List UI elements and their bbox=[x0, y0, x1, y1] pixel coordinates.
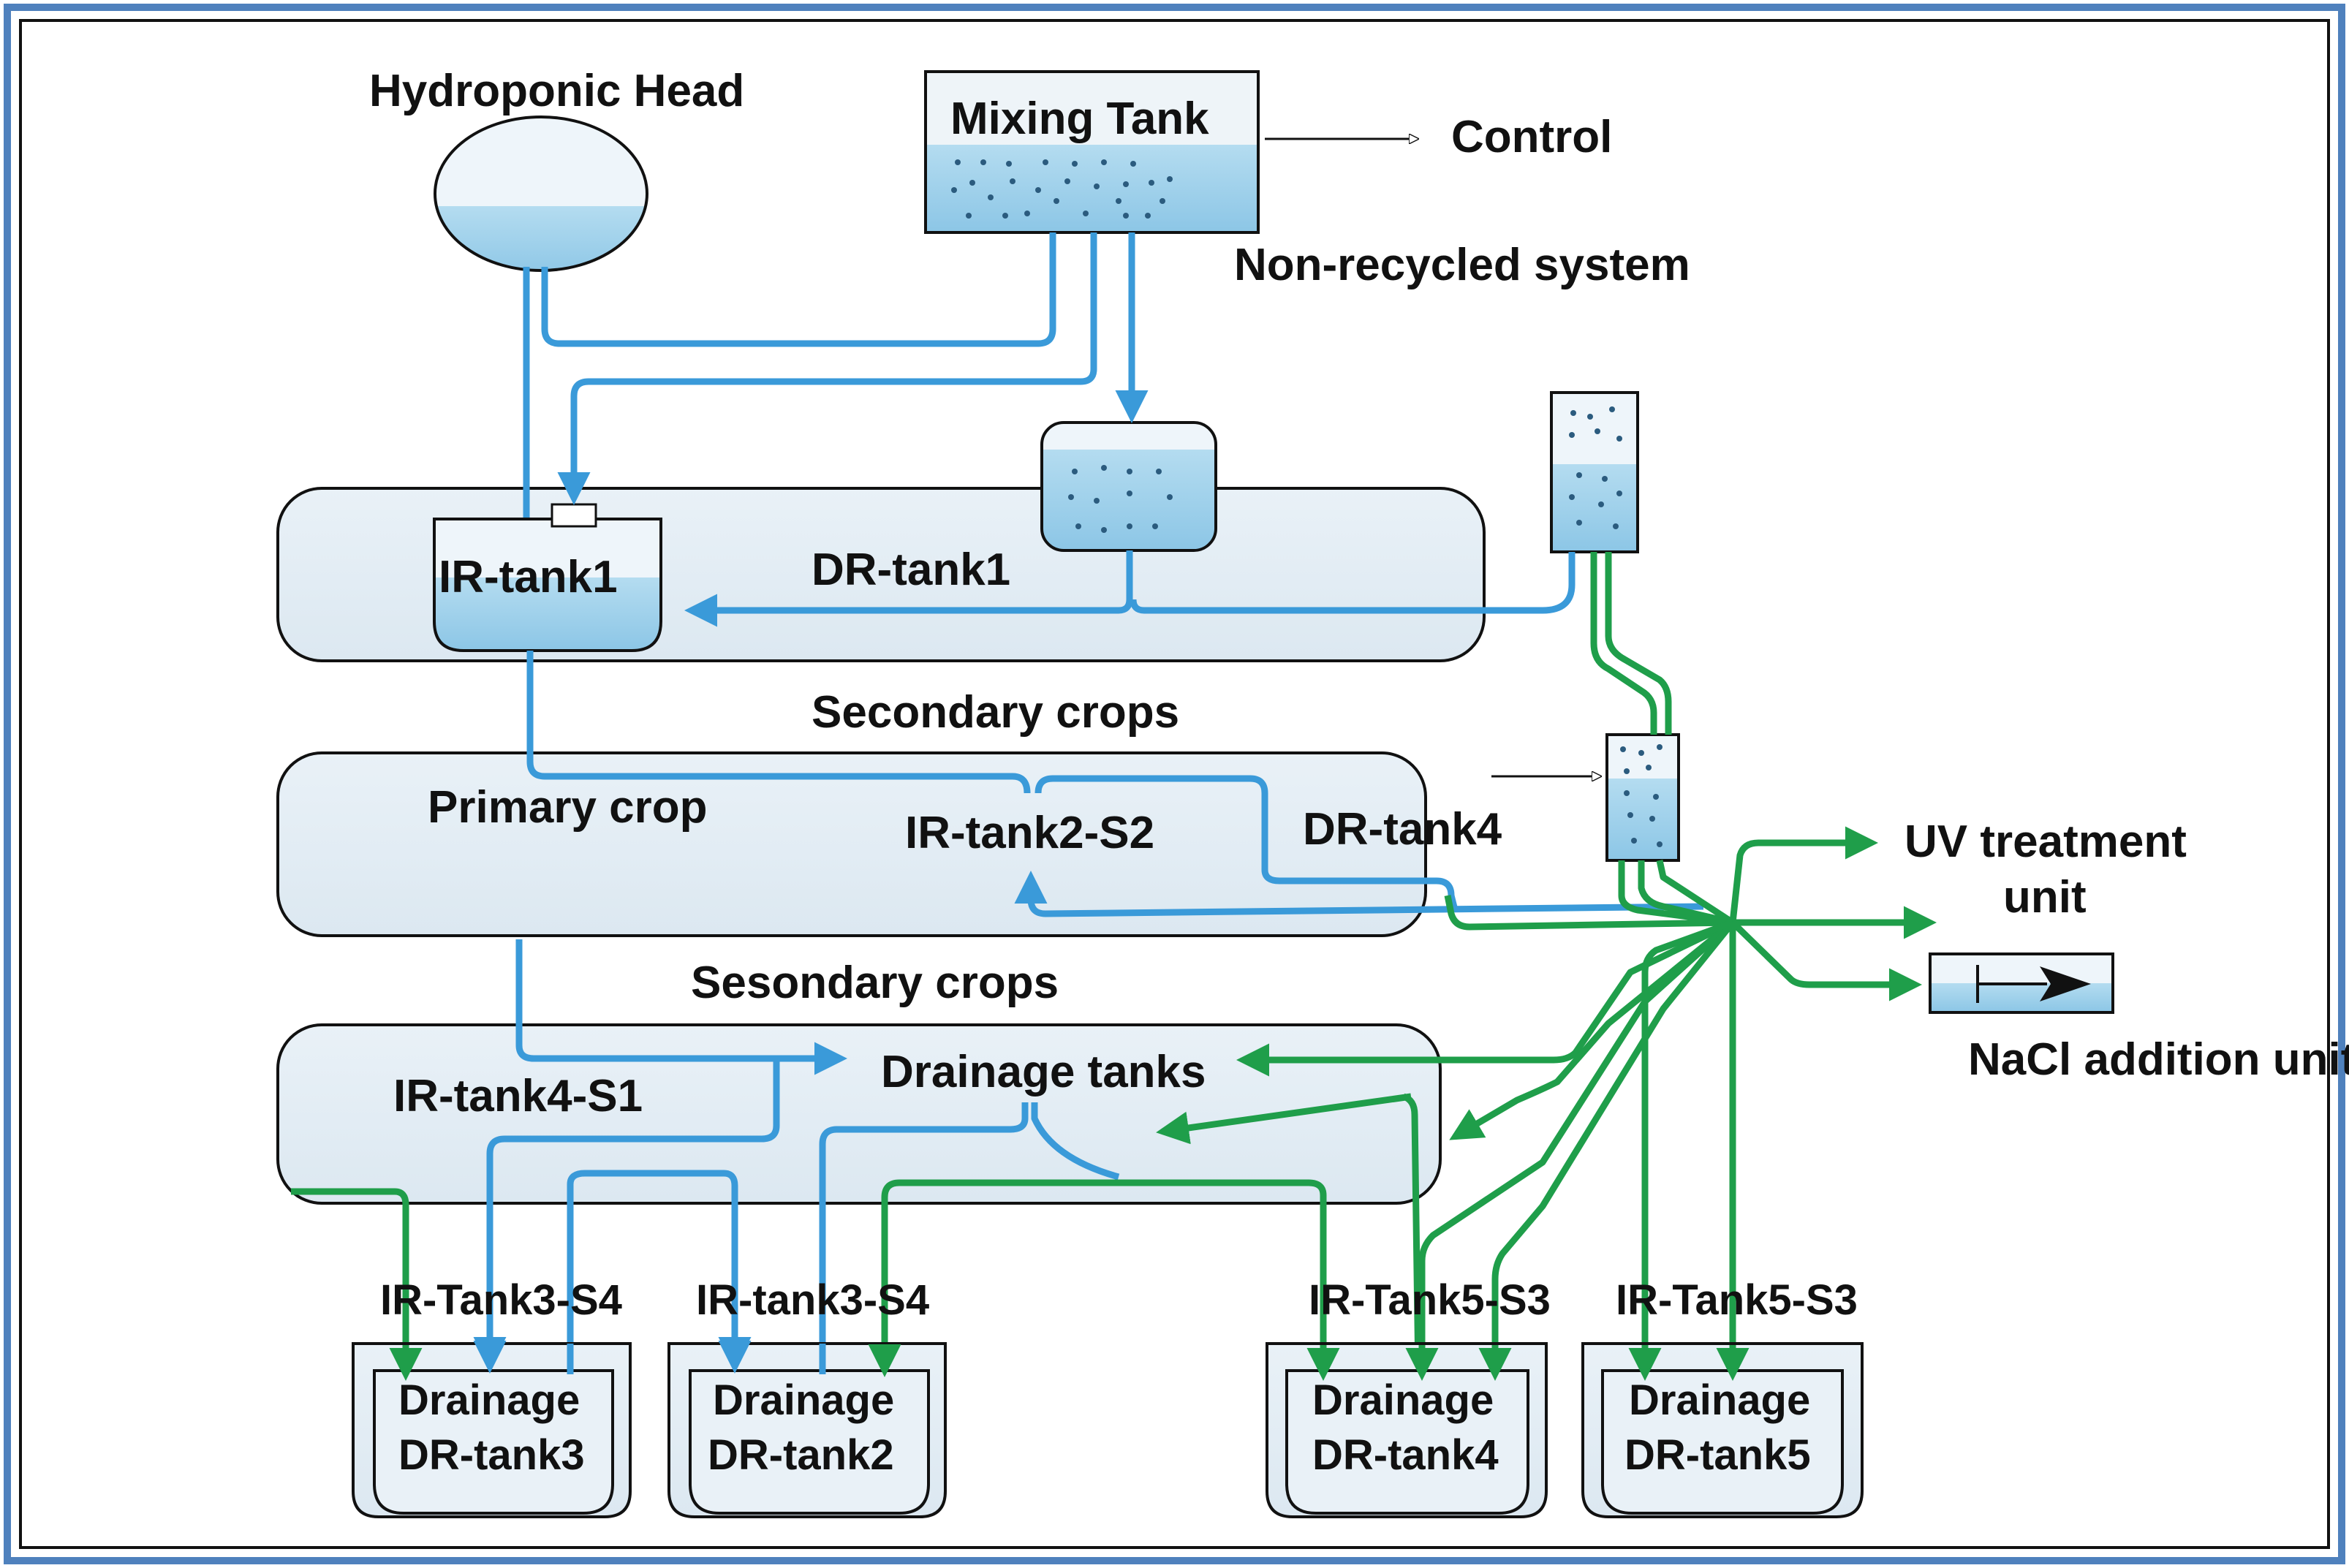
container-primary-crop bbox=[276, 751, 1427, 937]
mixing-tank bbox=[924, 70, 1260, 234]
pipe-drainage-edge-to-drtank3 bbox=[291, 1188, 423, 1381]
hydroponic-head-tank bbox=[434, 115, 648, 272]
pipe-drtank1-to-irtank1 bbox=[684, 550, 1133, 627]
label-primary-crop: Primary crop bbox=[428, 782, 708, 833]
pipe-overlays bbox=[389, 1341, 1750, 1381]
pipe-hub-to-drtank5-a bbox=[1628, 919, 1734, 1381]
pipe-hub-to-primary bbox=[1444, 895, 1733, 931]
pipe-column-top-to-middle-a bbox=[1590, 552, 1657, 735]
pipe-drainage-tanks-branch bbox=[1031, 1102, 1120, 1181]
pipe-drtank3-to-drtank2 bbox=[567, 1170, 752, 1374]
bottom-tank-header: IR-tank3-S4 bbox=[696, 1276, 929, 1324]
pipe-hub-to-drainage-inner bbox=[1156, 1093, 1412, 1145]
label-ir-tank2-s2: IR-tank2-S2 bbox=[905, 808, 1154, 858]
bottom-tank-header: IR-Tank5-S3 bbox=[1616, 1276, 1858, 1324]
container-drainage bbox=[276, 1023, 1442, 1205]
pipe-hub-to-uv-top bbox=[1729, 826, 1878, 923]
label-drainage-tanks: Drainage tanks bbox=[881, 1047, 1206, 1097]
label-hydroponic-head: Hydroponic Head bbox=[369, 66, 744, 116]
label-dr-tank1: DR-tank1 bbox=[812, 545, 1010, 595]
drain-pipes bbox=[291, 552, 1937, 1381]
pipe-column-mid-to-hub-c bbox=[1656, 860, 1735, 925]
bottom-tank-line1: Drainage bbox=[1629, 1376, 1810, 1424]
pipe-hub-to-drainage-tanks bbox=[1236, 919, 1734, 1077]
nacl-addition-unit bbox=[1929, 952, 2114, 1014]
label-mixing-tank: Mixing Tank bbox=[950, 94, 1209, 144]
pipe-irtank2-loop bbox=[1034, 775, 1459, 912]
bottom-tank-3: IR-Tank5-S3 Drainage DR-tank4 bbox=[1266, 1276, 1551, 1518]
pipe-drainage-tanks-to-drtank2 bbox=[819, 1102, 1029, 1374]
pipe-hub-to-drtank4-a bbox=[1405, 920, 1736, 1381]
bottom-tank-line1: Drainage bbox=[1312, 1376, 1494, 1424]
bottom-tank-header: IR-Tank5-S3 bbox=[1309, 1276, 1551, 1324]
ir-tank1 bbox=[433, 503, 662, 652]
dosing-column-top bbox=[1550, 391, 1639, 553]
pipe-irtank1-to-primary bbox=[526, 651, 1031, 794]
label-uv-treatment: UV treatment bbox=[1904, 817, 2187, 867]
label-secondary-crops: Secondary crops bbox=[812, 687, 1179, 738]
pipe-head-to-mixing bbox=[541, 232, 1056, 347]
label-nacl-addition-unit: NaCl addition unit bbox=[1968, 1034, 2349, 1085]
label-dr-tank4: DR-tank4 bbox=[1303, 804, 1502, 855]
bottom-tank-4: IR-Tank5-S3 Drainage DR-tank5 bbox=[1581, 1276, 1864, 1518]
bottom-tank-1: IR-Tank3-S4 Drainage DR-tank3 bbox=[352, 1276, 632, 1518]
label-ir-tank4-s1: IR-tank4-S1 bbox=[393, 1071, 643, 1121]
label-non-recycled-system: Non-recycled system bbox=[1234, 240, 1690, 290]
pipe-primary-to-drainage bbox=[515, 939, 847, 1075]
inlet-valve bbox=[551, 503, 597, 528]
dosing-column-middle bbox=[1605, 733, 1680, 862]
dr-tank1-tank bbox=[1040, 421, 1217, 552]
bottom-tank-line2: DR-tank4 bbox=[1312, 1431, 1499, 1479]
particles bbox=[951, 159, 1173, 219]
pipe-drainage-to-drtank3 bbox=[473, 1058, 780, 1370]
label-sesondary-crops: Sesondary crops bbox=[691, 958, 1059, 1008]
label-control: Control bbox=[1451, 112, 1612, 162]
bottom-tank-line2: DR-tank3 bbox=[398, 1431, 585, 1479]
label-uv-unit: unit bbox=[2003, 872, 2087, 923]
pipe-hub-to-nacl bbox=[1730, 920, 1922, 1001]
pipe-return-to-irtank2 bbox=[1014, 871, 1704, 917]
pipe-column-top-to-middle-b bbox=[1605, 552, 1672, 735]
pipe-column-mid-to-hub-b bbox=[1638, 860, 1734, 926]
label-ir-tank1: IR-tank1 bbox=[439, 552, 618, 602]
bottom-tank-line1: Drainage bbox=[398, 1376, 580, 1424]
pipe-column-mid-to-hub-a bbox=[1618, 860, 1733, 926]
supply-pipes bbox=[473, 232, 1704, 1374]
inner-border bbox=[19, 19, 2330, 1549]
pipe-hub-to-drainage-right bbox=[1449, 920, 1735, 1140]
bottom-tank-line1: Drainage bbox=[713, 1376, 894, 1424]
pipe-column-to-irtank1 bbox=[1130, 552, 1576, 614]
bottom-tank-header: IR-Tank3-S4 bbox=[380, 1276, 622, 1324]
bottom-tank-line2: DR-tank2 bbox=[708, 1431, 894, 1479]
pipe-drainage-inner-to-drtank4 bbox=[1401, 1093, 1434, 1381]
bottom-tank-2: IR-tank3-S4 Drainage DR-tank2 bbox=[667, 1276, 947, 1518]
bottom-tank-line2: DR-tank5 bbox=[1624, 1431, 1811, 1479]
pipe-drainage-to-drtank2-green bbox=[868, 1179, 1327, 1377]
pipe-mixing-to-irtank1 bbox=[557, 232, 1097, 505]
pipe-hub-to-drtank4-b bbox=[1478, 920, 1736, 1381]
